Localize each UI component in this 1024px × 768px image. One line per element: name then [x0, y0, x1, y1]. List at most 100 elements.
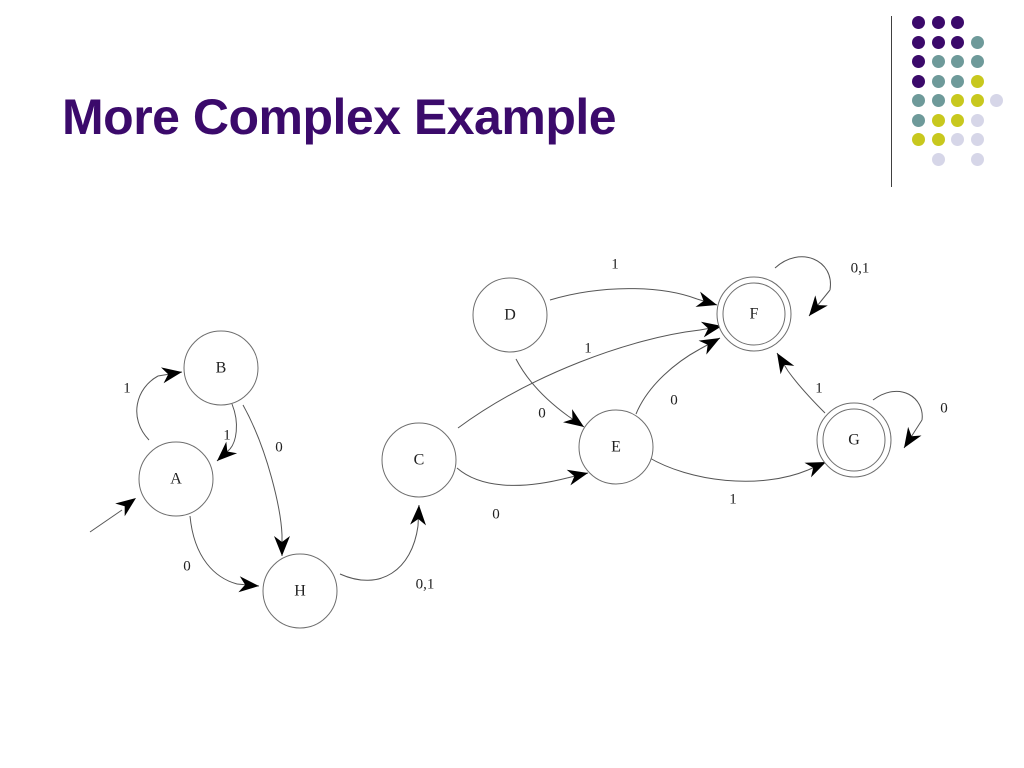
slide-title: More Complex Example — [62, 89, 617, 145]
state-label: H — [294, 583, 306, 600]
decor-dot — [970, 35, 984, 49]
state-G: G — [816, 402, 892, 478]
accepting-ring — [822, 408, 886, 472]
decor-dot — [970, 55, 984, 68]
state-circle — [578, 409, 654, 485]
accepting-ring — [722, 282, 786, 346]
transition-arrowhead — [238, 576, 259, 593]
transition-D-F — [549, 288, 698, 301]
transition-label: 1 — [223, 427, 231, 443]
decor-dot — [951, 113, 964, 127]
decor-dot — [970, 94, 984, 107]
decor-dot — [931, 94, 945, 107]
start-arrow-line — [89, 509, 123, 533]
transition-label: 1 — [123, 380, 131, 396]
decor-dot — [951, 74, 964, 88]
state-label: G — [848, 432, 860, 449]
decor-dot — [990, 94, 1003, 107]
transition-label: 0 — [940, 400, 948, 416]
transition-label: 1 — [729, 491, 737, 507]
transition-arrowhead — [566, 469, 588, 486]
decor-dot — [970, 152, 984, 166]
transition-A-H — [189, 515, 238, 585]
transition-E-G — [647, 456, 809, 482]
state-H: H — [262, 553, 338, 629]
decor-dot — [912, 113, 925, 127]
state-label: E — [611, 439, 621, 456]
state-label: F — [750, 306, 759, 323]
decor-dot — [951, 133, 964, 146]
transition-arrowhead — [777, 353, 795, 375]
decor-dot — [931, 152, 945, 166]
decor-dot — [951, 16, 964, 29]
decor-dot — [912, 16, 925, 29]
transition-arrowhead — [274, 536, 290, 556]
state-label: D — [504, 307, 516, 324]
transition-C-E — [456, 467, 568, 486]
decor-dot — [970, 133, 984, 146]
decor-dot — [912, 35, 925, 49]
state-circle — [472, 277, 548, 353]
decor-dot — [912, 133, 925, 146]
decor-dot — [931, 113, 945, 127]
transition-H-C — [339, 525, 419, 581]
state-circle — [262, 553, 338, 629]
state-circle — [381, 422, 457, 498]
transition-label: 0 — [670, 392, 678, 408]
transition-B-H — [242, 404, 283, 536]
decor-dot — [931, 55, 945, 68]
decor-dot — [931, 74, 945, 88]
transition-arrowhead — [698, 338, 720, 355]
transition-D-E — [515, 358, 569, 417]
state-C: C — [381, 422, 457, 498]
transition-label: 0,1 — [851, 260, 870, 276]
transition-arrowhead — [695, 291, 717, 307]
state-label: B — [216, 360, 227, 377]
decor-dot — [912, 55, 925, 68]
transition-label: 0 — [275, 439, 283, 455]
state-label: A — [170, 471, 182, 488]
transition-label: 0 — [183, 558, 191, 574]
transition-A-B — [136, 375, 159, 441]
transition-label: 1 — [584, 340, 592, 356]
transition-arrowhead — [161, 367, 182, 384]
state-F: F — [716, 276, 792, 352]
decor-dot — [970, 74, 984, 88]
transition-E-F — [635, 348, 701, 415]
transition-arrowhead — [217, 441, 238, 461]
transition-arrowhead — [809, 295, 828, 316]
transition-B-A — [229, 403, 237, 450]
state-circle — [183, 330, 259, 406]
start-arrow-head — [115, 498, 136, 517]
decor-dot — [951, 35, 964, 49]
transition-label: 0 — [492, 506, 500, 522]
transition-arrowhead — [804, 462, 826, 478]
transition-F-F — [774, 256, 831, 291]
decor-dot — [931, 35, 945, 49]
state-B: B — [183, 330, 259, 406]
transition-arrowhead — [700, 321, 722, 338]
decor-dot — [951, 55, 964, 68]
decor-dot — [951, 94, 964, 107]
state-circle — [138, 441, 214, 517]
transition-label: 1 — [611, 256, 619, 272]
transition-arrowhead — [904, 426, 922, 448]
decor-dot — [931, 16, 945, 29]
transition-G-F — [787, 370, 826, 414]
state-A: A — [138, 441, 214, 517]
title-divider — [891, 16, 892, 187]
transition-C-F — [457, 329, 701, 429]
decor-dot — [912, 94, 925, 107]
transition-label: 0 — [538, 405, 546, 421]
decorative-dot-grid — [900, 10, 1010, 170]
transition-label: 1 — [815, 380, 823, 396]
decor-dot — [931, 133, 945, 146]
state-E: E — [578, 409, 654, 485]
decor-dot — [912, 74, 925, 88]
transition-label: 0,1 — [416, 576, 435, 592]
transition-G-G — [872, 390, 923, 421]
decor-dot — [970, 113, 984, 127]
transition-arrowhead — [563, 409, 584, 427]
